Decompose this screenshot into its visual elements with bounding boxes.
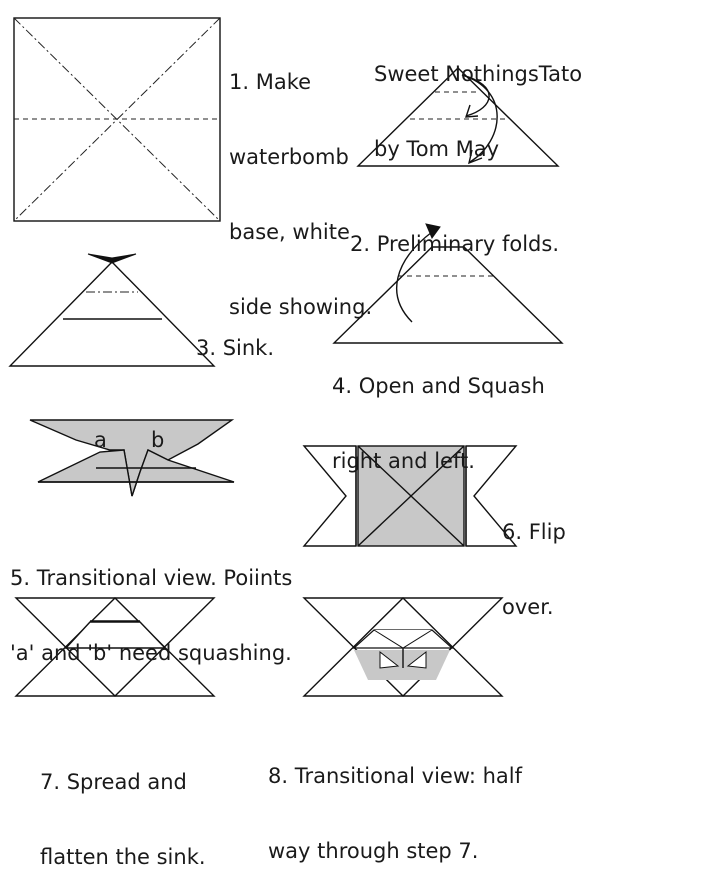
step4-line-2: right and left. <box>332 449 475 473</box>
step5-bottom-shape <box>37 449 235 497</box>
step1-line-4: side showing. <box>229 295 373 319</box>
step4-arrow <box>396 231 433 323</box>
step2-line-1: 2. Preliminary folds. <box>350 232 559 256</box>
step2-arrow-1-head <box>465 104 479 118</box>
step7-line-2: flatten the sink. <box>40 845 206 869</box>
step3-line-1: 3. Sink. <box>196 336 275 360</box>
step3-caption: 3. Sink. <box>196 286 274 386</box>
step5-line-1: 5. Transitional view. Poiints <box>10 566 293 590</box>
step4-trapezoid <box>332 246 564 344</box>
step5-point-a: a <box>94 428 107 452</box>
title-line-1: Sweet NothingsTato <box>374 62 583 86</box>
step7-line-1: 7. Spread and <box>40 770 187 794</box>
step4-arrow-head <box>425 223 441 240</box>
step6-diagonal-2 <box>357 445 465 547</box>
step3-sink-arrow <box>87 253 137 264</box>
step2-caption: 2. Preliminary folds. <box>350 182 559 282</box>
step8-bottom-triangle <box>302 597 504 697</box>
step3-triangle <box>8 261 216 367</box>
title-line-2: by Tom May <box>374 137 500 161</box>
step1-caption: 1. Make waterbomb base, white side showi… <box>229 20 372 345</box>
step2-arrow-2 <box>461 74 498 163</box>
step2-diagram <box>356 67 560 167</box>
step7-center <box>64 621 167 649</box>
step8-diagram <box>302 597 504 697</box>
step1-line-2: waterbomb <box>229 145 349 169</box>
step8-grey-shape <box>354 650 450 680</box>
step1-line-3: base, white <box>229 220 350 244</box>
step3-diagram <box>8 253 216 367</box>
step5-line-2: 'a' and 'b' need squashing. <box>10 641 292 665</box>
step6-line-2: over. <box>502 595 554 619</box>
step2-arrow-2-head <box>468 149 483 165</box>
diagram-title: Sweet NothingsTato by Tom May <box>374 12 582 187</box>
step6-diagram <box>302 445 518 547</box>
step6-caption: 6. Flip over. <box>502 470 566 645</box>
step5-caption: 5. Transitional view. Poiints 'a' and 'b… <box>10 516 292 691</box>
step2-triangle <box>356 67 560 167</box>
step4-caption: 4. Open and Squash right and left. <box>332 324 545 499</box>
step7-caption: 7. Spread and flatten the sink. <box>40 720 206 895</box>
step4-line-1: 4. Open and Squash <box>332 374 545 398</box>
step4-diagram <box>332 223 564 344</box>
step5-point-b: b <box>151 428 164 452</box>
step8-line-1: 8. Transitional view: half <box>268 764 523 788</box>
step1-diagram <box>13 17 221 222</box>
step5-diagram: a b <box>29 419 235 497</box>
origami-diagram: a b <box>8 17 564 697</box>
step7-diagram <box>14 597 216 697</box>
step8-caption: 8. Transitional view: half way through s… <box>268 714 522 889</box>
step6-line-1: 6. Flip <box>502 520 566 544</box>
step1-line-1: 1. Make <box>229 70 312 94</box>
step8-line-2: way through step 7. <box>268 839 479 863</box>
step6-left-flap <box>302 445 357 547</box>
